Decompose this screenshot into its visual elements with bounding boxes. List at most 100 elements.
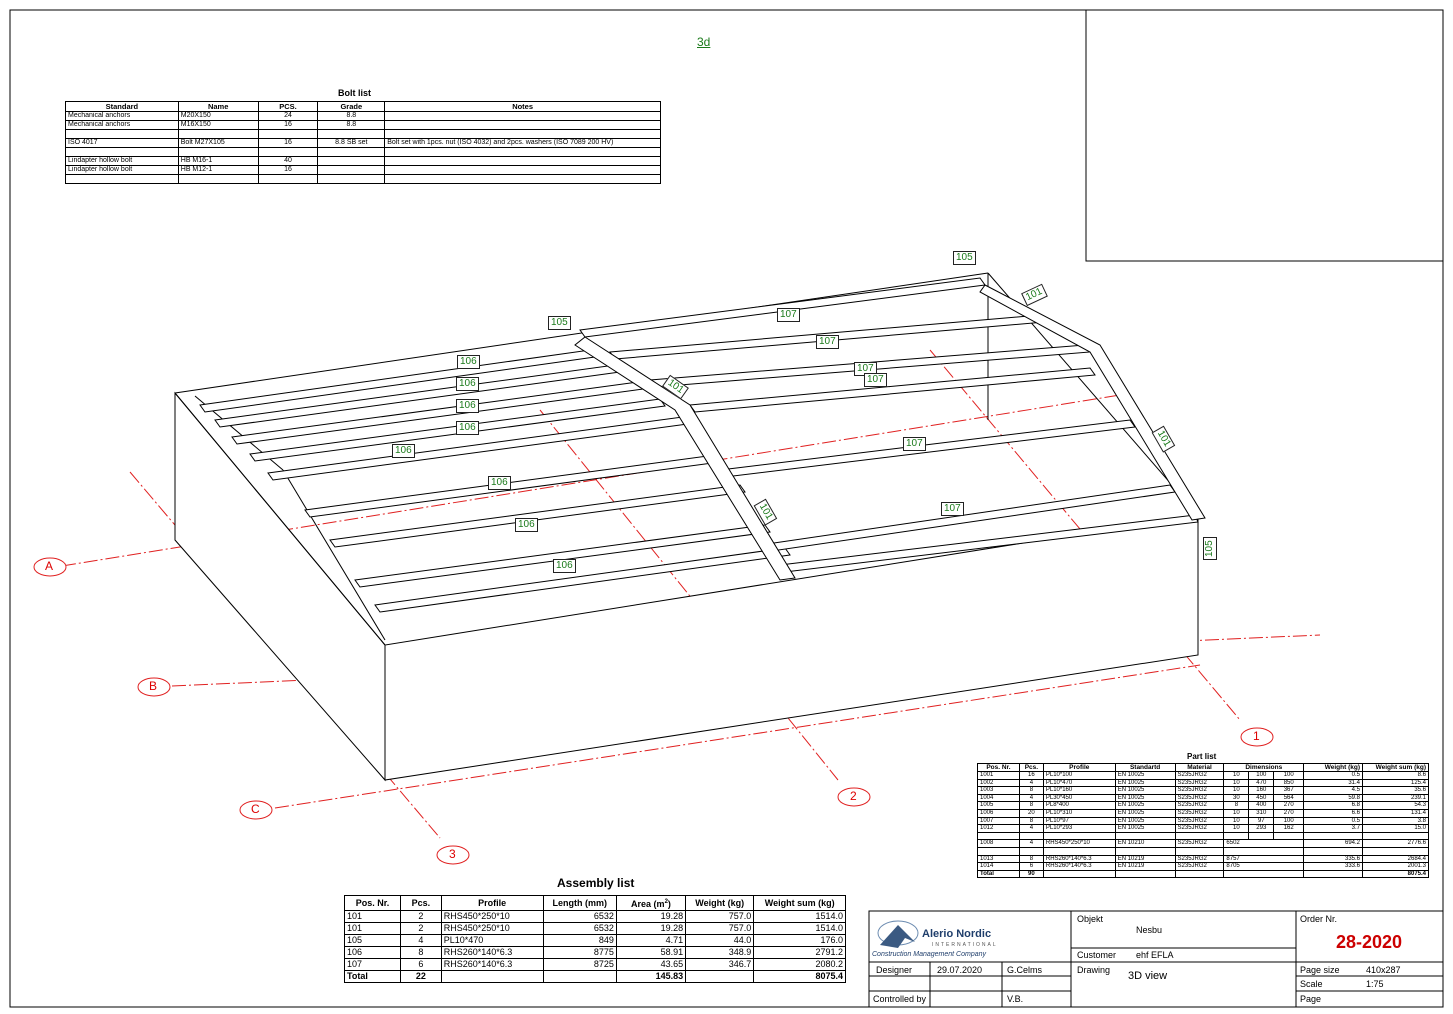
part-tag: 107: [816, 335, 839, 349]
axis-label-a: A: [45, 559, 54, 573]
part-header: Weight (kg): [1303, 763, 1363, 772]
title-block-frame: [868, 910, 1444, 1008]
part-tag: 107: [903, 437, 926, 451]
part-header: Material: [1174, 763, 1225, 772]
bolt-header: PCS.: [257, 101, 319, 112]
bolt-list-table: Standard Name PCS. Grade Notes Mechanica…: [65, 101, 661, 184]
part-header: Pcs.: [1018, 763, 1044, 772]
part-header: Standartd: [1114, 763, 1176, 772]
controlled-label: Controlled by: [873, 994, 927, 1004]
designer-date: 29.07.2020: [937, 965, 983, 975]
view-label: 3d: [697, 35, 711, 49]
company-tagline: Construction Management Company: [872, 951, 987, 958]
axis-label-3: 3: [449, 847, 456, 861]
scale-label: Scale: [1300, 979, 1323, 989]
part-header: Profile: [1042, 763, 1116, 772]
company-logo: [877, 920, 919, 948]
part-tag: 106: [488, 476, 511, 490]
controlled-name: V.B.: [1007, 994, 1024, 1004]
bolt-list-title: Bolt list: [338, 88, 371, 98]
assembly-header: Length (mm): [542, 895, 617, 911]
part-tag: 106: [553, 559, 576, 573]
drawing-label: Drawing: [1077, 965, 1111, 975]
revision-box: [1085, 9, 1444, 262]
assembly-list-table: Pos. Nr. Pcs. Profile Length (mm) Area (…: [344, 895, 846, 983]
part-tag: 107: [777, 308, 800, 322]
part-tag: 106: [392, 444, 415, 458]
axis-label-b: B: [149, 679, 158, 693]
part-tag: 106: [456, 399, 479, 413]
table-row: [977, 846, 1429, 856]
table-row: [65, 147, 661, 157]
customer-label: Customer: [1077, 950, 1117, 960]
part-tag: 106: [456, 377, 479, 391]
assembly-list-title: Assembly list: [557, 876, 635, 890]
bolt-header: Name: [177, 101, 259, 112]
axis-label-2: 2: [850, 789, 857, 803]
order-label: Order Nr.: [1300, 914, 1338, 924]
page-size-value: 410x287: [1366, 965, 1401, 975]
page-size-label: Page size: [1300, 965, 1340, 975]
assembly-header: Pcs.: [400, 895, 442, 911]
part-tag: 105: [953, 251, 976, 265]
part-header: Dimensions: [1223, 763, 1305, 772]
objekt-value: Nesbu: [1136, 925, 1163, 935]
company-sub: INTERNATIONAL: [932, 942, 998, 948]
part-tag: 106: [515, 518, 538, 532]
part-list-title: Part list: [1187, 752, 1217, 761]
assembly-header: Pos. Nr.: [344, 895, 401, 911]
part-list-table: Pos. Nr. Pcs. Profile Standartd Material…: [977, 763, 1429, 879]
base-structure: [174, 272, 1199, 782]
part-tag: 106: [457, 355, 480, 369]
customer-value: ehf EFLA: [1136, 950, 1174, 960]
part-tag: 105: [1203, 537, 1217, 560]
part-tag: 106: [456, 421, 479, 435]
axis-label-c: C: [251, 802, 260, 816]
part-header: Weight sum (kg): [1362, 763, 1429, 772]
table-row: [65, 174, 661, 184]
objekt-label: Objekt: [1077, 914, 1104, 924]
page-label: Page: [1300, 994, 1322, 1004]
scale-value: 1:75: [1366, 979, 1384, 989]
axis-label-1: 1: [1253, 729, 1260, 743]
designer-name: G.Celms: [1007, 965, 1043, 975]
assembly-header: Profile: [440, 895, 544, 911]
part-tag: 107: [864, 373, 887, 387]
designer-label: Designer: [876, 965, 913, 975]
bolt-header: Notes: [384, 101, 661, 112]
order-number: 28-2020: [1336, 932, 1403, 952]
assembly-header-area: Area (m2): [615, 895, 687, 911]
bolt-header: Standard: [65, 101, 179, 112]
part-tag: 105: [548, 316, 571, 330]
assembly-header: Weight sum (kg): [753, 895, 846, 911]
company-name: Alerio Nordic: [922, 928, 992, 940]
assembly-header: Weight (kg): [685, 895, 755, 911]
axis-bubbles: [33, 557, 1274, 865]
drawing-value: 3D view: [1128, 970, 1168, 982]
bolt-header: Grade: [317, 101, 386, 112]
